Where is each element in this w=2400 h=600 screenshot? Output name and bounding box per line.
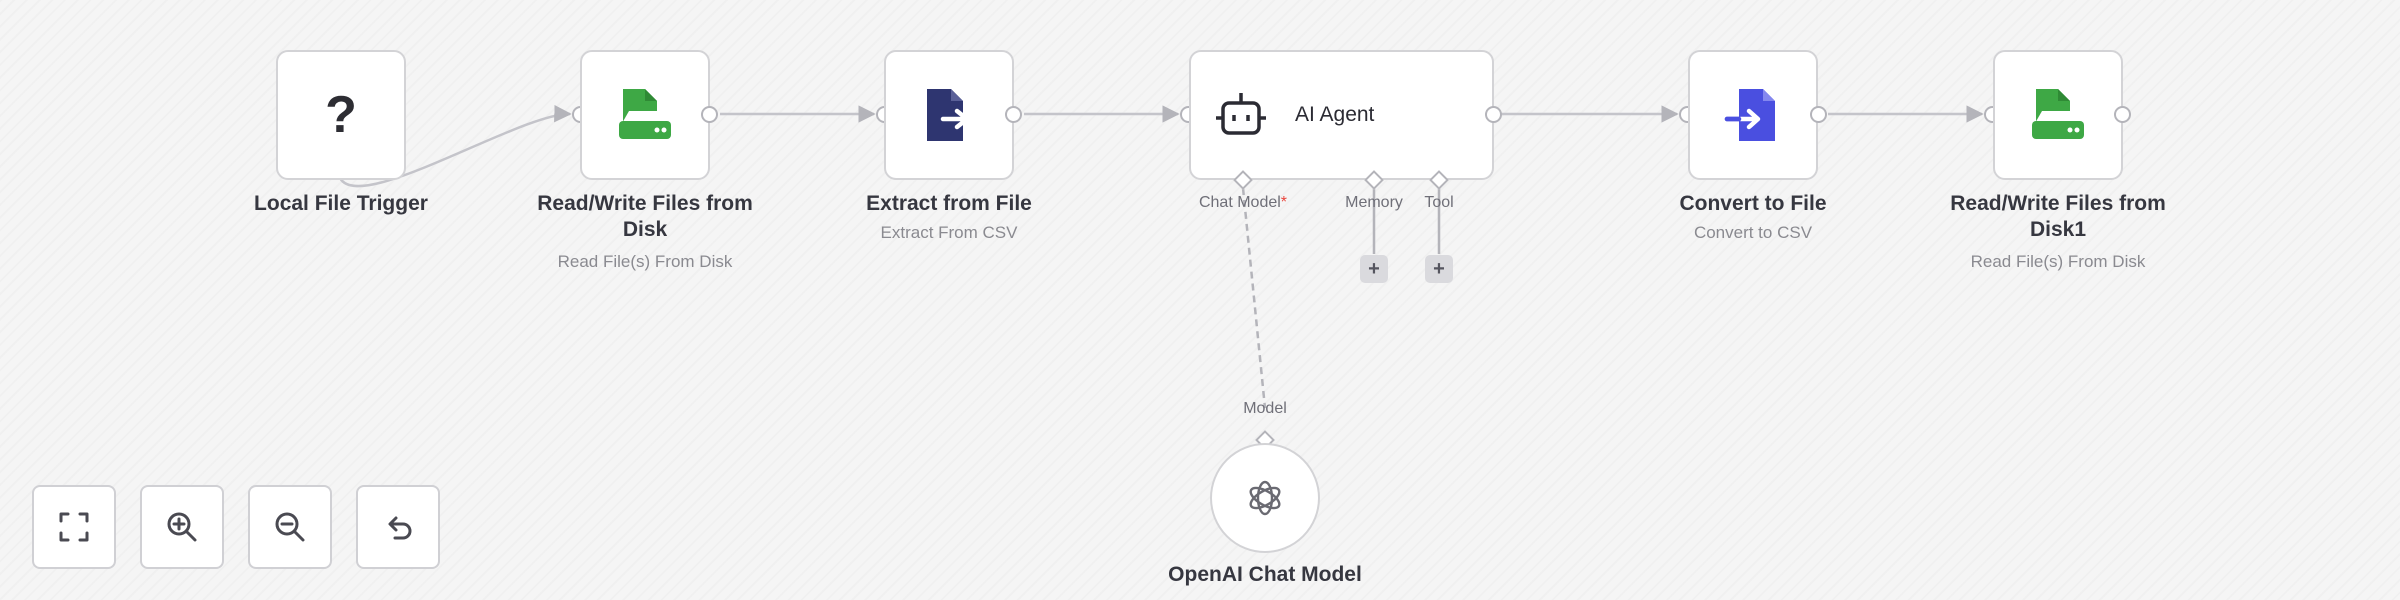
disk-file-icon xyxy=(619,89,671,139)
node-subtitle: Extract From CSV xyxy=(880,223,1018,242)
robot-icon xyxy=(1216,93,1266,135)
chat-model-port-label: Chat Model* xyxy=(1198,194,1288,211)
output-port[interactable] xyxy=(701,106,718,123)
extract-file-icon xyxy=(927,89,970,141)
node-read-write-files-1[interactable] xyxy=(1993,50,2123,180)
connection-trigger-to-read[interactable] xyxy=(338,104,572,188)
node-extract-from-file[interactable] xyxy=(884,50,1014,180)
openai-icon xyxy=(1249,480,1281,516)
memory-port-label: Memory xyxy=(1345,194,1403,211)
disk-file-icon xyxy=(2032,89,2084,139)
connection-model-to-agent[interactable] xyxy=(1241,187,1267,409)
output-port[interactable] xyxy=(1005,106,1022,123)
output-port[interactable] xyxy=(1485,106,1502,123)
node-title: AI Agent xyxy=(1295,103,1375,126)
node-title: Extract from File xyxy=(866,192,1032,215)
node-ai-agent[interactable]: AI Agent xyxy=(1189,50,1494,180)
question-mark-icon: ? xyxy=(325,86,357,144)
node-convert-to-file[interactable] xyxy=(1688,50,1818,180)
reset-zoom-icon xyxy=(388,516,412,540)
node-title: Local File Trigger xyxy=(254,192,428,215)
node-title: Convert to File xyxy=(1679,192,1827,215)
node-read-write-files[interactable] xyxy=(580,50,710,180)
node-title: OpenAI Chat Model xyxy=(1168,563,1362,586)
node-title: Read/Write Files from Disk1 xyxy=(1950,192,2166,241)
zoom-out-button[interactable] xyxy=(248,485,332,569)
output-port[interactable] xyxy=(1810,106,1827,123)
reset-zoom-button[interactable] xyxy=(356,485,440,569)
required-mark: * xyxy=(1280,194,1288,211)
zoom-in-icon xyxy=(167,512,197,542)
zoom-out-icon xyxy=(275,512,305,542)
fit-view-button[interactable] xyxy=(32,485,116,569)
add-memory-button[interactable]: + xyxy=(1360,255,1388,283)
node-openai-chat-model[interactable] xyxy=(1210,443,1320,553)
node-subtitle: Read File(s) From Disk xyxy=(1970,252,2146,271)
convert-file-icon xyxy=(1724,89,1775,141)
node-subtitle: Convert to CSV xyxy=(1693,223,1813,242)
add-tool-button[interactable]: + xyxy=(1425,255,1453,283)
tool-port-label: Tool xyxy=(1424,194,1454,211)
node-title: Read/Write Files from Disk xyxy=(537,192,753,241)
output-port[interactable] xyxy=(2114,106,2131,123)
model-port-label: Model xyxy=(1243,400,1287,417)
zoom-in-button[interactable] xyxy=(140,485,224,569)
fit-view-icon xyxy=(59,512,89,542)
node-subtitle: Read File(s) From Disk xyxy=(557,252,733,271)
node-local-file-trigger[interactable]: ? xyxy=(276,50,406,180)
